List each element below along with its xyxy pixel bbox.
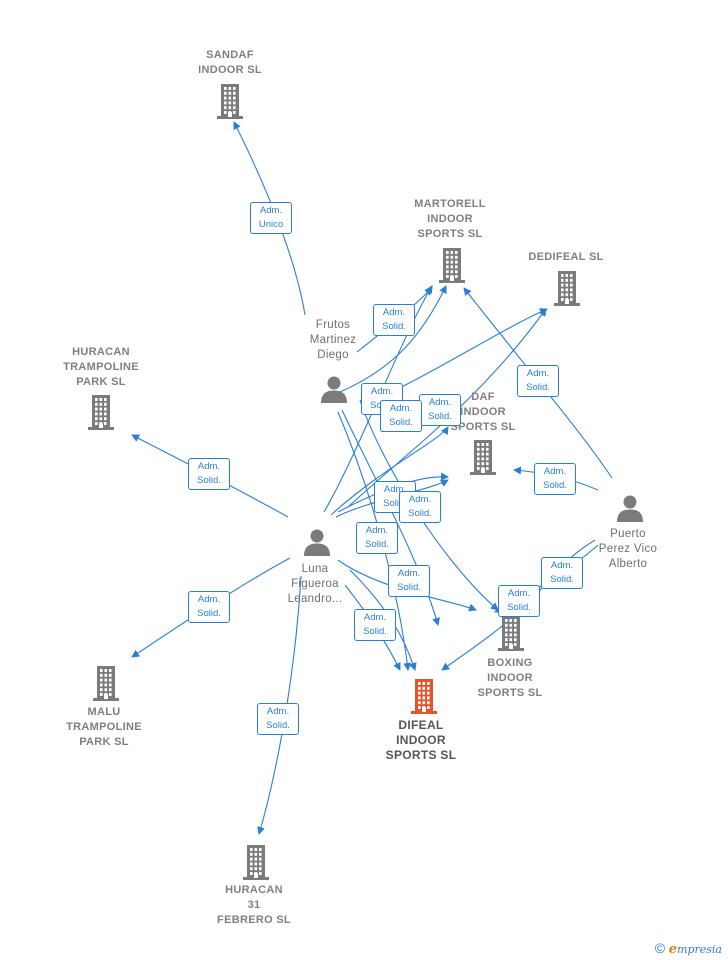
relation-label: Adm. Solid.	[188, 591, 230, 623]
relation-label: Adm. Solid.	[498, 585, 540, 617]
company-name[interactable]: HURACAN 31 FEBRERO SL	[217, 884, 291, 926]
brand-name: mpresia	[677, 943, 722, 956]
person-icon[interactable]	[615, 493, 645, 528]
building-icon[interactable]	[468, 439, 498, 480]
relation-edge	[330, 426, 449, 516]
empresia-brand[interactable]: © empresia	[655, 940, 722, 957]
company-name[interactable]: BOXING INDOOR SPORTS SL	[477, 657, 543, 699]
building-icon[interactable]	[215, 83, 245, 124]
relation-label: Adm. Solid.	[419, 394, 461, 426]
relation-label: Adm. Solid.	[517, 365, 559, 397]
relation-label: Adm. Solid.	[356, 522, 398, 554]
person-name[interactable]: Luna Figueroa Leandro...	[287, 563, 343, 605]
relation-label: Adm. Solid.	[188, 458, 230, 490]
building-icon[interactable]	[437, 247, 467, 288]
building-icon[interactable]	[86, 394, 116, 435]
person-icon[interactable]	[302, 527, 332, 562]
relation-label: Adm. Solid.	[257, 703, 299, 735]
building-icon[interactable]	[409, 678, 439, 719]
relation-edge	[339, 285, 447, 393]
relation-label: Adm. Unico	[250, 202, 292, 234]
relation-label: Adm. Solid.	[380, 400, 422, 432]
relation-label: Adm. Solid.	[354, 609, 396, 641]
company-name[interactable]: MALU TRAMPOLINE PARK SL	[66, 706, 142, 748]
company-name[interactable]: DIFEAL INDOOR SPORTS SL	[385, 718, 457, 762]
company-name[interactable]: MARTORELL INDOOR SPORTS SL	[414, 198, 486, 240]
building-icon[interactable]	[241, 844, 271, 885]
relation-label: Adm. Solid.	[399, 491, 441, 523]
relation-label: Adm. Solid.	[541, 557, 583, 589]
copyright-symbol: ©	[654, 940, 666, 956]
company-name[interactable]: HURACAN TRAMPOLINE PARK SL	[63, 346, 139, 388]
relation-label: Adm. Solid.	[388, 565, 430, 597]
person-icon[interactable]	[319, 374, 349, 409]
building-icon[interactable]	[91, 665, 121, 706]
relation-edge	[341, 409, 440, 626]
relation-label: Adm. Solid.	[373, 304, 415, 336]
company-name[interactable]: DAF INDOOR SPORTS SL	[450, 391, 516, 433]
person-name[interactable]: Puerto Perez Vico Alberto	[598, 528, 658, 570]
person-name[interactable]: Frutos Martinez Diego	[309, 319, 357, 361]
company-name[interactable]: SANDAF INDOOR SL	[198, 49, 262, 76]
company-name[interactable]: DEDIFEAL SL	[528, 251, 604, 263]
relation-label: Adm. Solid.	[534, 463, 576, 495]
building-icon[interactable]	[552, 270, 582, 311]
building-icon[interactable]	[496, 615, 526, 656]
brand-e-logo: e	[668, 942, 678, 957]
